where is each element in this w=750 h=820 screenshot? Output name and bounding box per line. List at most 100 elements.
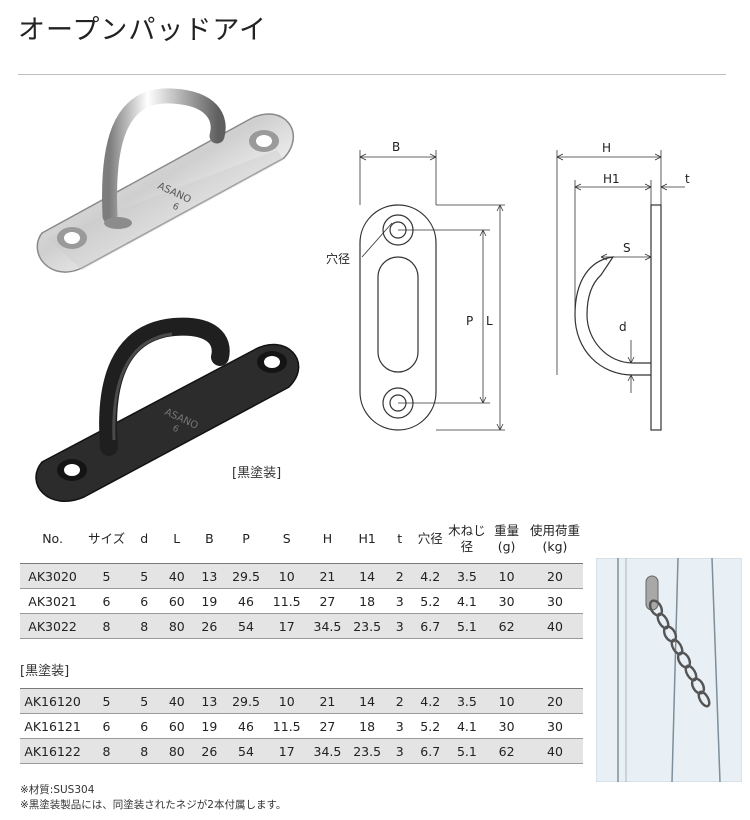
table-cell: 46 [225, 713, 267, 739]
table-cell: 5.1 [447, 738, 487, 764]
table-cell: 13 [193, 688, 226, 714]
table-cell: 23.5 [347, 738, 387, 764]
dim-S: S [623, 241, 631, 255]
table-cell: 13 [193, 563, 226, 589]
table-cell: 3 [386, 588, 413, 614]
note-material: ※材質:SUS304 [20, 784, 95, 796]
table-cell: 62 [486, 613, 527, 639]
column-header: P [225, 515, 267, 564]
table-cell: 10 [266, 563, 308, 589]
table-cell: 19 [193, 588, 226, 614]
table-cell: 30 [486, 588, 527, 614]
table-cell: 3 [386, 613, 413, 639]
table-cell: 6 [127, 588, 161, 614]
column-header: No. [20, 515, 86, 564]
table-cell: 5 [85, 563, 128, 589]
table-cell: 8 [127, 613, 161, 639]
notes: ※材質:SUS304 ※黒塗装製品には、同塗装されたネジが2本付属します。 [20, 783, 286, 813]
dim-t: t [685, 172, 690, 186]
table-cell: 10 [486, 563, 527, 589]
table-cell: 54 [225, 738, 267, 764]
column-header: 重量 (g) [486, 515, 527, 564]
table-cell: 46 [225, 588, 267, 614]
column-header: サイズ [85, 515, 128, 564]
table-cell: 4.1 [447, 713, 487, 739]
coating-caption: [黒塗装] [232, 466, 282, 481]
table-cell: 5.1 [447, 613, 487, 639]
table-cell: 20 [526, 688, 583, 714]
table-cell: 4.2 [412, 688, 448, 714]
table-cell: 21 [307, 688, 348, 714]
dim-L: L [486, 314, 493, 328]
table-cell: 27 [307, 713, 348, 739]
table-cell: 26 [193, 613, 226, 639]
table-cell: 6.7 [412, 738, 448, 764]
page-title: オープンパッドアイ [18, 15, 268, 46]
table-cell: 14 [347, 563, 387, 589]
side-view-drawing: H H1 t S d [556, 141, 690, 431]
table-cell: 6 [127, 713, 161, 739]
title-divider [18, 74, 726, 75]
table-cell: 10 [266, 688, 308, 714]
table-cell: 3 [386, 738, 413, 764]
black-pad-eye-image: ASANO 6 [35, 317, 300, 502]
table-cell: 27 [307, 588, 348, 614]
table-cell: 6 [85, 588, 128, 614]
table-cell: 30 [526, 713, 583, 739]
product-number-cell: AK16122 [20, 738, 86, 764]
table-cell: 29.5 [225, 563, 267, 589]
table-cell: 30 [486, 713, 527, 739]
product-number-cell: AK3020 [20, 563, 86, 589]
table-cell: 18 [347, 713, 387, 739]
dim-B: B [392, 140, 400, 154]
table-cell: 5.2 [412, 713, 448, 739]
table-cell: 6.7 [412, 613, 448, 639]
table-cell: 8 [127, 738, 161, 764]
table-cell: 60 [160, 713, 194, 739]
item-mark: 6 [171, 424, 181, 436]
table-cell: 5 [127, 688, 161, 714]
column-header: H1 [347, 515, 387, 564]
column-header: 使用荷重 (kg) [526, 515, 583, 564]
table-cell: 3.5 [447, 688, 487, 714]
product-number-cell: AK16120 [20, 688, 86, 714]
column-header: t [386, 515, 413, 564]
column-header: d [127, 515, 161, 564]
table-cell: 34.5 [307, 738, 348, 764]
black-coating-label: [黒塗装] [20, 664, 70, 679]
dim-H1: H1 [603, 172, 620, 186]
table-cell: 40 [160, 563, 194, 589]
column-header: B [193, 515, 226, 564]
dim-d: d [619, 320, 627, 334]
column-header: 穴径 [412, 515, 448, 564]
table-cell: 4.2 [412, 563, 448, 589]
front-view-drawing: B 穴径 P L [326, 140, 505, 431]
table-cell: 5 [127, 563, 161, 589]
table-cell: 11.5 [266, 713, 308, 739]
table-cell: 17 [266, 738, 308, 764]
table-cell: 5.2 [412, 588, 448, 614]
table-cell: 21 [307, 563, 348, 589]
table-cell: 2 [386, 688, 413, 714]
table-cell: 54 [225, 613, 267, 639]
table-cell: 80 [160, 613, 194, 639]
column-header: H [307, 515, 348, 564]
dim-hole: 穴径 [326, 251, 350, 266]
product-number-cell: AK3021 [20, 588, 86, 614]
table-cell: 5 [85, 688, 128, 714]
table-cell: 4.1 [447, 588, 487, 614]
dim-H: H [602, 141, 611, 155]
table-cell: 8 [85, 738, 128, 764]
table-cell: 14 [347, 688, 387, 714]
stainless-pad-eye-image: ASANO 6 [36, 88, 295, 273]
table-cell: 40 [526, 738, 583, 764]
column-header: S [266, 515, 308, 564]
column-header: L [160, 515, 194, 564]
table-cell: 60 [160, 588, 194, 614]
